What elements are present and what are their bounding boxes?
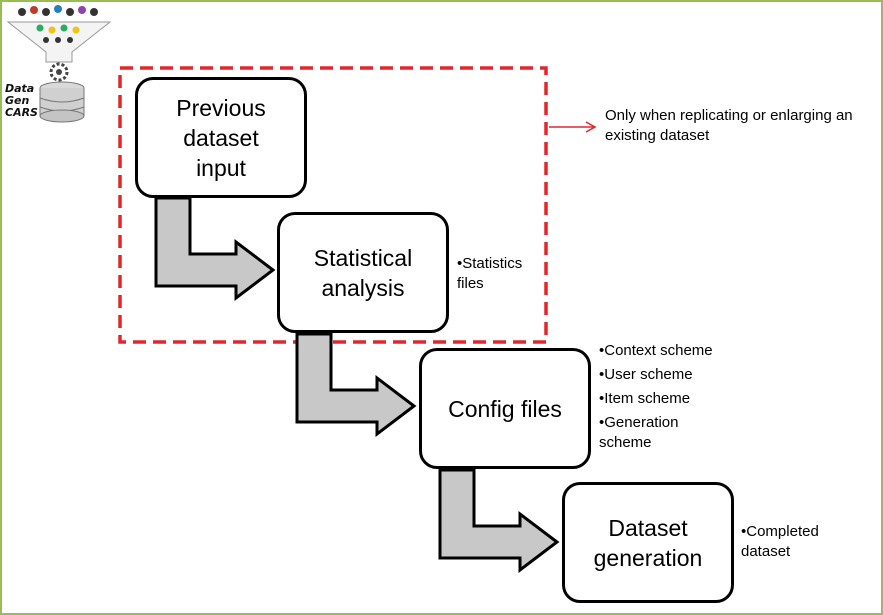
output-item: •Statistics files (457, 255, 523, 292)
logo-text-line: CARS (5, 106, 38, 119)
flow-arrow-2 (295, 332, 417, 438)
box-label: Statistical analysis (313, 244, 413, 301)
flow-arrow-1 (154, 196, 276, 302)
callout-label: Only when replicating or enlarging an ex… (605, 107, 853, 144)
box-dataset-generation: Dataset generation (562, 482, 734, 603)
output-item: •User scheme (599, 366, 693, 383)
logo-text-line: Data (5, 82, 35, 95)
box-label: Config files (448, 395, 562, 422)
logo-text: Data Gen CARS (5, 83, 38, 119)
flow-arrow-3 (438, 468, 560, 574)
box-config-files: Config files (419, 348, 591, 469)
output-item: •Completed dataset (741, 523, 819, 560)
box-label: Dataset generation (593, 514, 703, 571)
logo-text-line: Gen (5, 94, 30, 107)
callout-text: Only when replicating or enlarging an ex… (605, 106, 875, 146)
outputs-generation: •Completed dataset (741, 522, 851, 562)
output-item: •Generation scheme (599, 414, 679, 451)
box-statistical-analysis: Statistical analysis (277, 212, 449, 333)
optional-region (118, 66, 548, 344)
output-item: •Item scheme (599, 390, 691, 407)
callout-arrow (549, 121, 597, 133)
outputs-config: •Context scheme •User scheme •Item schem… (599, 341, 719, 453)
outputs-statistical: •Statistics files (457, 254, 547, 294)
datagencars-logo-icon (6, 5, 112, 123)
box-label: Previous dataset input (176, 94, 266, 181)
box-previous-dataset-input: Previous dataset input (135, 77, 307, 198)
output-item: •Context scheme (599, 342, 713, 359)
